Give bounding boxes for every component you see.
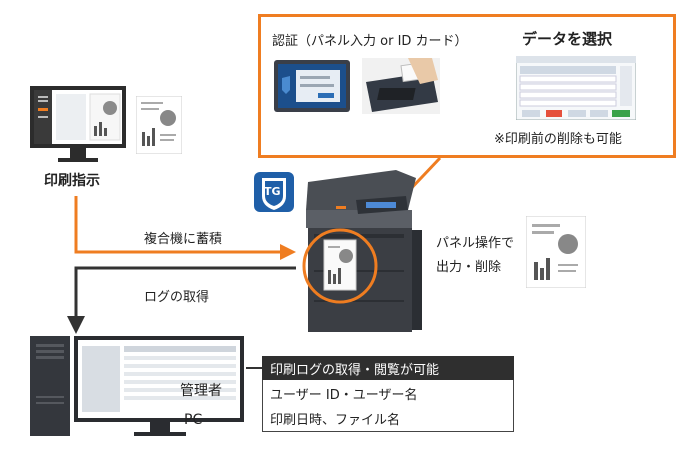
log-info-header (262, 356, 514, 380)
shield-icon (254, 172, 294, 212)
log-arrow-line (74, 266, 296, 318)
delete-note: ※印刷前の削除も可能 (494, 132, 622, 147)
document-icon (136, 96, 182, 154)
auth-label: 認証（パネル入力 or ID カード） (272, 34, 468, 49)
user-pc-image (30, 86, 126, 162)
tg-badge: TG (254, 172, 294, 212)
log-arrow-head (67, 316, 85, 334)
output-highlight-circle (302, 228, 378, 304)
store-on-mfp-label: 複合機に蓄積 (144, 232, 223, 247)
store-arrow-line (74, 196, 282, 254)
select-data-label: データを選択 (522, 30, 613, 48)
output-document-icon (526, 216, 586, 288)
store-arrow-head (280, 244, 296, 260)
admin-pc-image (30, 336, 244, 436)
tg-badge-label: TG (264, 185, 281, 198)
admin-label: 管理者 (180, 383, 222, 399)
print-instruction-label: 印刷指示 (44, 173, 100, 189)
log-info-header-text: 印刷ログの取得・閲覧が可能 (270, 363, 440, 378)
log-info-row-2: 印刷日時、ファイル名 (270, 413, 401, 428)
panel-operation-label-2: 出力・削除 (436, 260, 502, 275)
log-acquire-label: ログの取得 (144, 290, 210, 305)
log-info-row-1: ユーザー ID・ユーザー名 (270, 388, 418, 403)
id-card-reader-image (362, 58, 440, 114)
panel-login-screen-image (274, 60, 350, 112)
data-select-screen-image (516, 56, 636, 120)
panel-operation-label-1: パネル操作で (436, 236, 515, 251)
admin-pc-label: PC (184, 412, 203, 428)
